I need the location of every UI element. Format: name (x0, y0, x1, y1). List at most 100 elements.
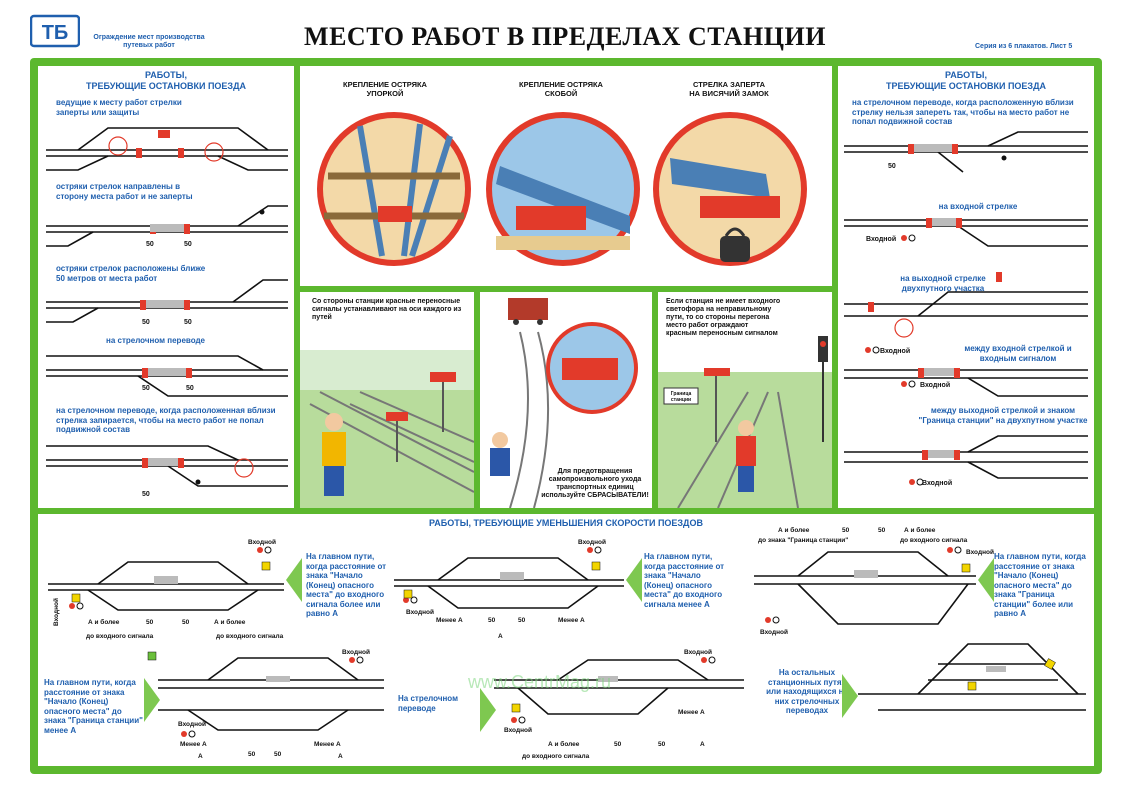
logo-caption: Ограждение мест производства путевых раб… (93, 34, 205, 49)
left-case-1: ведущие к месту работ стрелки заперты ил… (56, 98, 182, 117)
svg-text:Входной: Входной (248, 538, 276, 546)
fastening-illustrations (317, 112, 807, 266)
scene1-illustration (300, 350, 474, 508)
bottom-case-2: На главном пути, когда расстояние от зна… (644, 552, 725, 609)
arrow-case-1 (286, 558, 302, 602)
bottom-heading: РАБОТЫ, ТРЕБУЮЩИЕ УМЕНЬШЕНИЯ СКОРОСТИ ПО… (429, 518, 703, 528)
svg-text:50: 50 (658, 741, 666, 748)
left-case-4: на стрелочном переводе (106, 336, 206, 345)
svg-text:50: 50 (186, 385, 194, 392)
svg-text:Менее А: Менее А (558, 617, 585, 624)
svg-text:Входной: Входной (684, 648, 712, 656)
right-case-1: на стрелочном переводе, когда расположен… (852, 98, 1074, 126)
scene3-illustration (658, 336, 832, 508)
svg-text:50: 50 (146, 241, 154, 248)
svg-text:50: 50 (146, 619, 154, 626)
svg-text:Входной: Входной (504, 726, 532, 734)
svg-text:50: 50 (184, 241, 192, 248)
right-case-4: между входной стрелкой и входным сигнало… (964, 344, 1072, 363)
svg-text:50: 50 (488, 617, 496, 624)
svg-text:Входной: Входной (922, 479, 952, 487)
scene-border-sign: Если станция не имеет входного светофора… (658, 292, 832, 508)
svg-text:50: 50 (182, 619, 190, 626)
bottom-track-diagrams: Входной Входной Входной Входной Входной … (48, 526, 1086, 760)
svg-text:50: 50 (888, 163, 896, 170)
arrow-case-3 (978, 558, 994, 602)
svg-text:50: 50 (518, 617, 526, 624)
svg-text:до входного сигнала: до входного сигнала (900, 537, 968, 544)
svg-text:Менее А: Менее А (180, 741, 207, 748)
watermark: www.CentrMag.ru (468, 672, 612, 692)
caption-skoba: КРЕПЛЕНИЕ ОСТРЯКА СКОБОЙ (519, 80, 603, 98)
svg-text:Входной: Входной (406, 608, 434, 616)
scene1-text: Со стороны станции красные переносные си… (312, 298, 462, 321)
arrow-case-2 (626, 558, 642, 602)
svg-text:А: А (498, 633, 503, 640)
svg-text:А и более: А и более (904, 526, 936, 534)
svg-text:Менее А: Менее А (314, 741, 341, 748)
svg-text:50: 50 (842, 527, 850, 534)
svg-text:Входной: Входной (178, 720, 206, 728)
scene3-sign: Граница станции (670, 391, 692, 403)
svg-text:до входного сигнала: до входного сигнала (522, 753, 590, 760)
left-case-3: остряки стрелок расположены ближе 50 мет… (56, 264, 206, 283)
svg-text:50: 50 (142, 385, 150, 392)
arrow-case-5 (480, 688, 496, 732)
bottom-panel: РАБОТЫ, ТРЕБУЮЩИЕ УМЕНЬШЕНИЯ СКОРОСТИ ПО… (38, 514, 1094, 766)
fastening-panel: КРЕПЛЕНИЕ ОСТРЯКА УПОРКОЙ КРЕПЛЕНИЕ ОСТР… (300, 66, 832, 286)
page-title: МЕСТО РАБОТ В ПРЕДЕЛАХ СТАНЦИИ (304, 22, 826, 51)
bottom-case-3: На главном пути, когда расстояние от зна… (994, 552, 1086, 618)
right-heading: РАБОТЫ, ТРЕБУЮЩИЕ ОСТАНОВКИ ПОЕЗДА (886, 70, 1046, 91)
svg-text:Входной: Входной (880, 347, 910, 355)
svg-text:А и более: А и более (214, 618, 246, 626)
caption-uporka: КРЕПЛЕНИЕ ОСТРЯКА УПОРКОЙ (343, 80, 427, 98)
svg-text:до знака "Граница станции": до знака "Граница станции" (758, 537, 848, 544)
bottom-case-4: На главном пути, когда расстояние от зна… (44, 678, 143, 735)
left-heading: РАБОТЫ, ТРЕБУЮЩИЕ ОСТАНОВКИ ПОЕЗДА (86, 70, 246, 91)
svg-text:до входного сигнала: до входного сигнала (216, 633, 284, 640)
right-case-5: между выходной стрелкой и знаком "Границ… (918, 406, 1088, 425)
arrow-case-6 (842, 674, 858, 718)
right-case-3: на выходной стрелке двухпутного участка (900, 274, 986, 293)
bottom-case-1: На главном пути, когда расстояние от зна… (306, 552, 387, 618)
left-track-diagrams: 50 50 50 50 50 50 50 (46, 127, 288, 498)
scene3-text: Если станция не имеет входного светофора… (666, 298, 781, 337)
scene2-illustration (490, 298, 638, 508)
svg-text:50: 50 (248, 751, 256, 758)
svg-text:до входного сигнала: до входного сигнала (86, 633, 154, 640)
svg-text:ТБ: ТБ (42, 22, 69, 44)
svg-text:Входной: Входной (866, 235, 896, 243)
right-panel: РАБОТЫ, ТРЕБУЮЩИЕ ОСТАНОВКИ ПОЕЗДА на ст… (838, 66, 1094, 508)
svg-text:Входной: Входной (966, 548, 994, 556)
right-track-diagrams: Входной Входной Входной Входной 50 (844, 131, 1088, 487)
left-case-2: остряки стрелок направлены в сторону мес… (56, 182, 193, 201)
svg-text:50: 50 (142, 491, 150, 498)
svg-text:50: 50 (142, 319, 150, 326)
svg-text:Входной: Входной (578, 538, 606, 546)
svg-text:А и более: А и более (778, 526, 810, 534)
left-panel: РАБОТЫ, ТРЕБУЮЩИЕ ОСТАНОВКИ ПОЕЗДА ведущ… (38, 66, 294, 508)
series-label: Серия из 6 плакатов. Лист 5 (975, 43, 1073, 50)
svg-text:50: 50 (614, 741, 622, 748)
svg-text:50: 50 (274, 751, 282, 758)
arrow-case-4 (144, 678, 160, 722)
svg-text:А и более: А и более (548, 740, 580, 748)
svg-text:Входной: Входной (342, 648, 370, 656)
scene2-text: Для предотвращения самопроизвольного ухо… (541, 468, 649, 499)
svg-text:А: А (338, 753, 343, 760)
svg-text:50: 50 (184, 319, 192, 326)
caption-lock: СТРЕЛКА ЗАПЕРТА НА ВИСЯЧИЙ ЗАМОК (689, 80, 769, 98)
svg-text:А: А (700, 741, 705, 748)
svg-text:Входной: Входной (920, 381, 950, 389)
logo: ТБ (29, 14, 81, 48)
scene-derailers: Для предотвращения самопроизвольного ухо… (480, 292, 652, 508)
bottom-case-6: На остальных станционных путях или наход… (766, 668, 848, 715)
scene-portable-signals: Со стороны станции красные переносные си… (300, 292, 474, 508)
svg-text:Входной: Входной (760, 628, 788, 636)
svg-text:Входной: Входной (52, 598, 60, 626)
svg-text:Менее А: Менее А (678, 709, 705, 716)
bottom-case-5: На стрелочном переводе (398, 694, 458, 713)
left-case-5: на стрелочном переводе, когда расположен… (56, 406, 276, 434)
svg-text:А и более: А и более (88, 618, 120, 626)
svg-text:50: 50 (878, 527, 886, 534)
